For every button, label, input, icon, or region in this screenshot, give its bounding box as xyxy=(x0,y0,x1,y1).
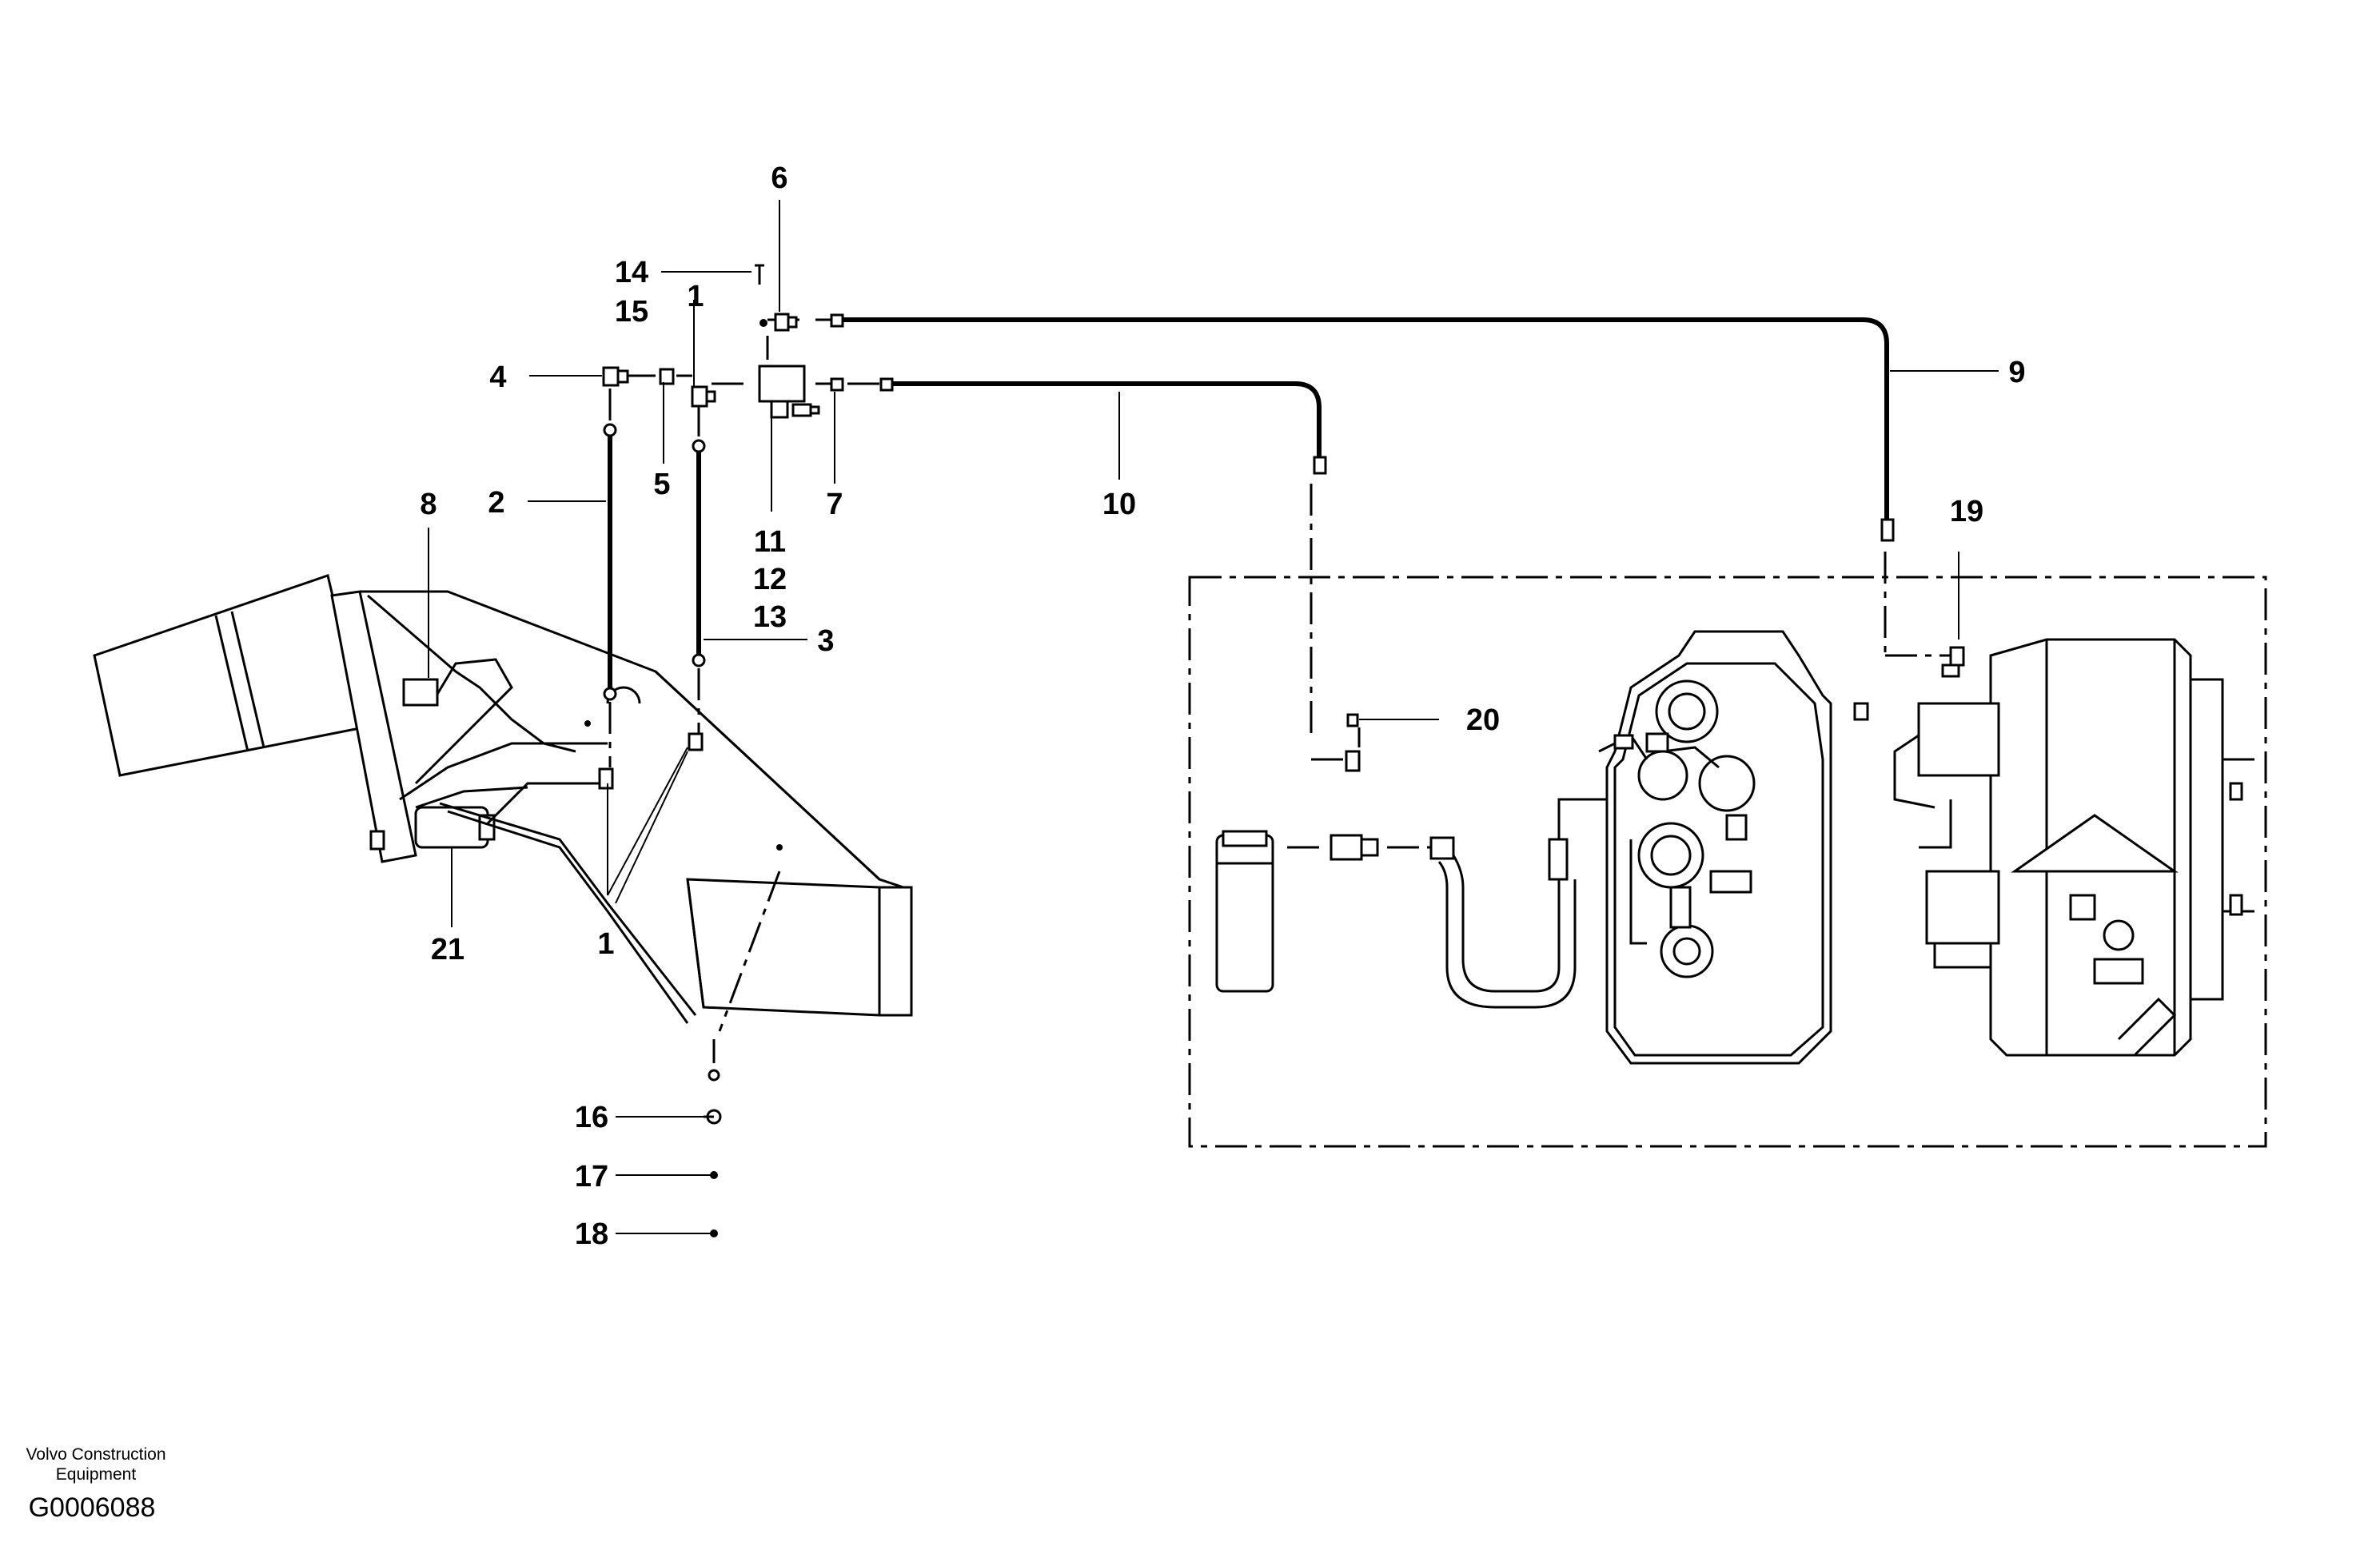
callout-7: 7 xyxy=(826,488,843,521)
callout-5: 5 xyxy=(653,468,670,501)
fitting-16 xyxy=(704,1109,722,1125)
frame-dot xyxy=(776,844,783,851)
callout-3: 3 xyxy=(817,624,834,658)
callout-13: 13 xyxy=(753,600,787,634)
callout-12: 12 xyxy=(753,563,787,596)
nut-18 xyxy=(710,1229,718,1237)
company-name-line1: Volvo Construction xyxy=(26,1445,165,1464)
leader-lines xyxy=(428,200,1999,1234)
callout-11: 11 xyxy=(754,525,786,559)
callout-14: 14 xyxy=(615,256,648,289)
tube-10 xyxy=(879,377,1327,475)
fitting-1-top xyxy=(691,385,716,408)
callout-6: 6 xyxy=(771,161,787,195)
callout-8: 8 xyxy=(420,488,437,521)
fitting-6 xyxy=(759,313,798,332)
inset-box xyxy=(1188,576,2267,1148)
callout-21: 21 xyxy=(431,933,464,966)
fitting-7 xyxy=(830,377,844,392)
callout-4: 4 xyxy=(489,361,506,394)
valve-block-11 xyxy=(758,365,820,419)
transmission-front-view xyxy=(1598,630,1832,1065)
callout-9: 9 xyxy=(2008,356,2025,389)
company-name-line2: Equipment xyxy=(56,1465,137,1484)
callout-20: 20 xyxy=(1466,703,1500,737)
callout-19: 19 xyxy=(1950,495,1983,528)
callout-18: 18 xyxy=(575,1217,608,1251)
callout-10: 10 xyxy=(1102,488,1136,521)
callout-17: 17 xyxy=(575,1160,608,1193)
drawing-id: G0006088 xyxy=(29,1492,156,1523)
axle-housing-assembly xyxy=(93,574,913,1024)
callout-2: 2 xyxy=(488,486,504,520)
bolt-14 xyxy=(755,264,764,285)
frame-fittings xyxy=(598,732,704,790)
u-hose xyxy=(1429,798,1607,1009)
callout-16: 16 xyxy=(575,1101,608,1134)
washer-17 xyxy=(710,1171,718,1179)
tube-2 xyxy=(603,423,617,701)
frame-dot xyxy=(584,720,591,727)
tube-3 xyxy=(692,439,706,667)
fitting-16-top xyxy=(708,1069,720,1082)
filter xyxy=(1215,830,1274,993)
tube-9 xyxy=(830,313,1895,542)
callout-15: 15 xyxy=(615,295,648,329)
fitting-5 xyxy=(659,368,675,385)
filter-fitting xyxy=(1330,834,1379,861)
fitting-20 xyxy=(1345,713,1361,772)
callout-1-bottom: 1 xyxy=(597,927,614,961)
transmission-side-view xyxy=(1853,638,2254,1057)
fitting-4 xyxy=(602,366,629,387)
callout-1-top: 1 xyxy=(687,280,704,313)
